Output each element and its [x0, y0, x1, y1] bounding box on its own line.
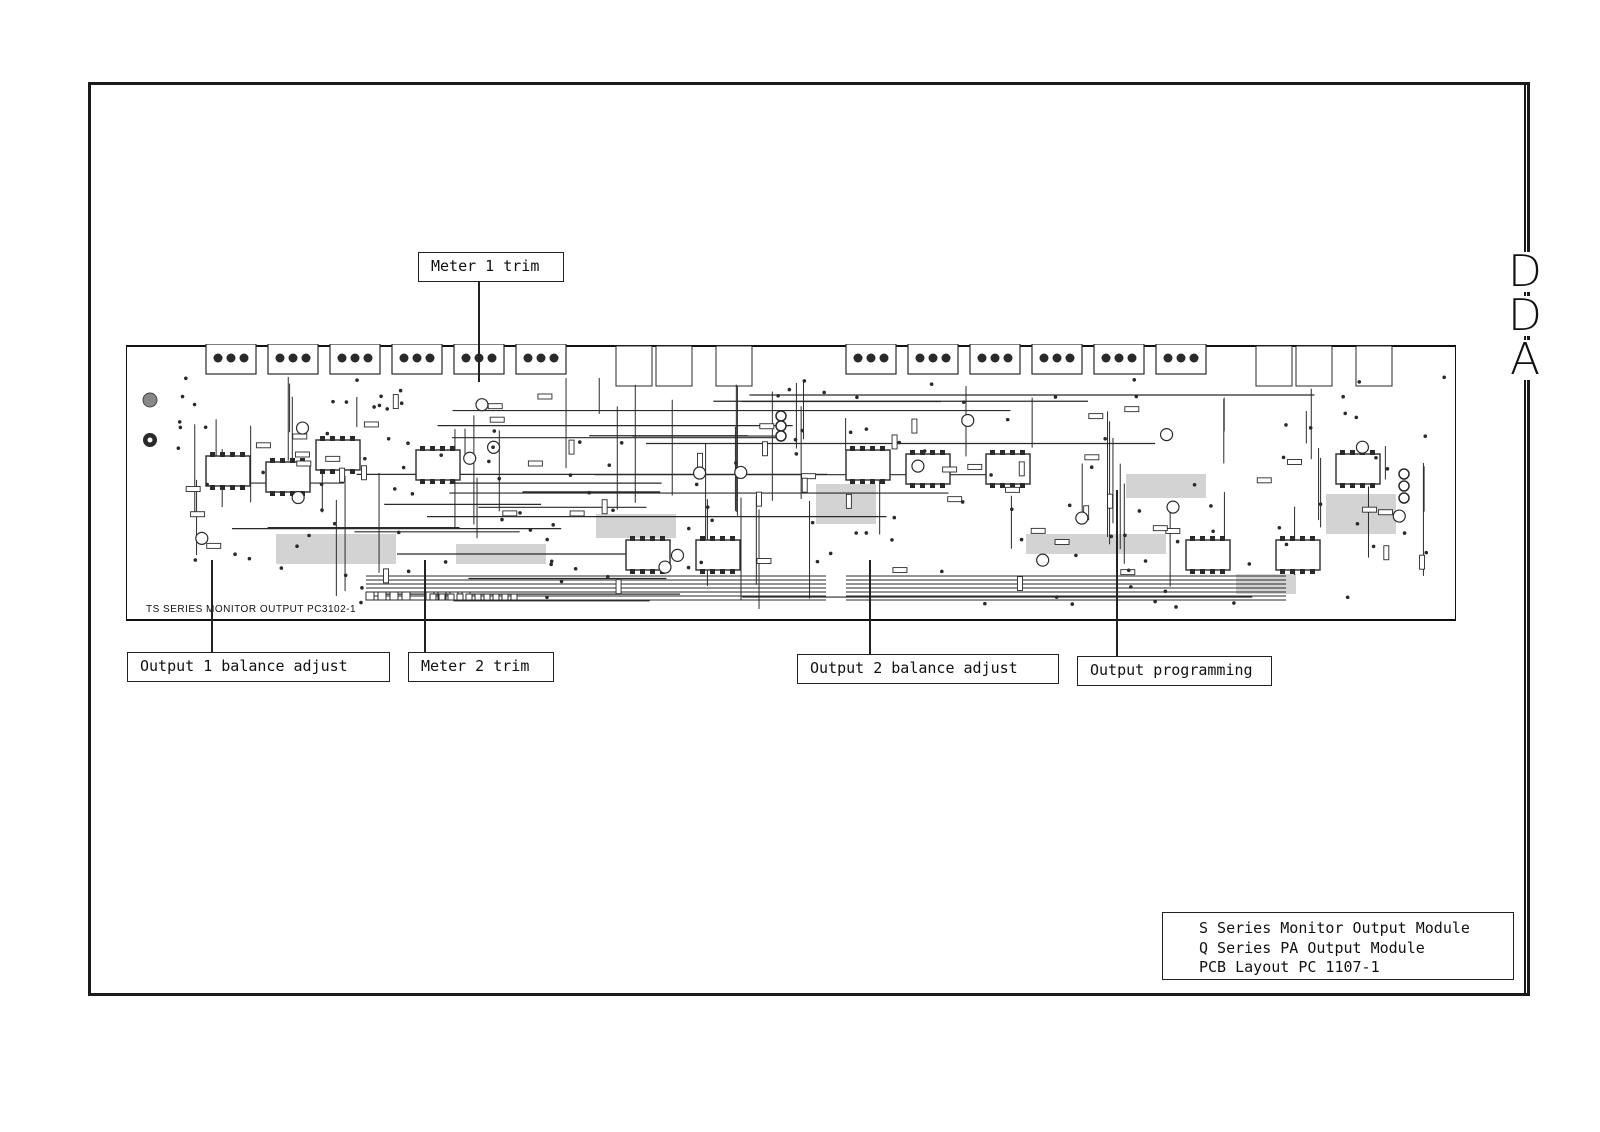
drawing-frame [88, 82, 1530, 996]
title-line-2: Q Series PA Output Module [1199, 938, 1425, 957]
board-silkscreen: TS SERIES MONITOR OUTPUT PC3102-1 [146, 604, 357, 615]
dda-logo: D D A [1505, 82, 1545, 996]
callout-output-programming: Output programming [1077, 656, 1272, 686]
leader-output-2 [869, 560, 871, 654]
logo-letter-d1: D [1505, 250, 1545, 294]
pcb-layout [126, 344, 1456, 621]
callout-output-1-balance: Output 1 balance adjust [127, 652, 390, 682]
logo-letter-d2: D [1505, 294, 1545, 338]
leader-output-programming [1116, 490, 1118, 656]
leader-output-1 [211, 560, 213, 652]
callout-meter-2-trim: Meter 2 trim [408, 652, 554, 682]
title-line-3: PCB Layout PC 1107-1 [1199, 958, 1380, 976]
title-block: S Series Monitor Output Module Q Series … [1162, 912, 1514, 980]
leader-meter-1 [478, 282, 480, 382]
logo-letter-a: A [1505, 338, 1545, 382]
leader-meter-2 [424, 560, 426, 652]
callout-meter-1-trim: Meter 1 trim [418, 252, 564, 282]
title-line-1: S Series Monitor Output Module [1199, 919, 1470, 937]
callout-output-2-balance: Output 2 balance adjust [797, 654, 1059, 684]
